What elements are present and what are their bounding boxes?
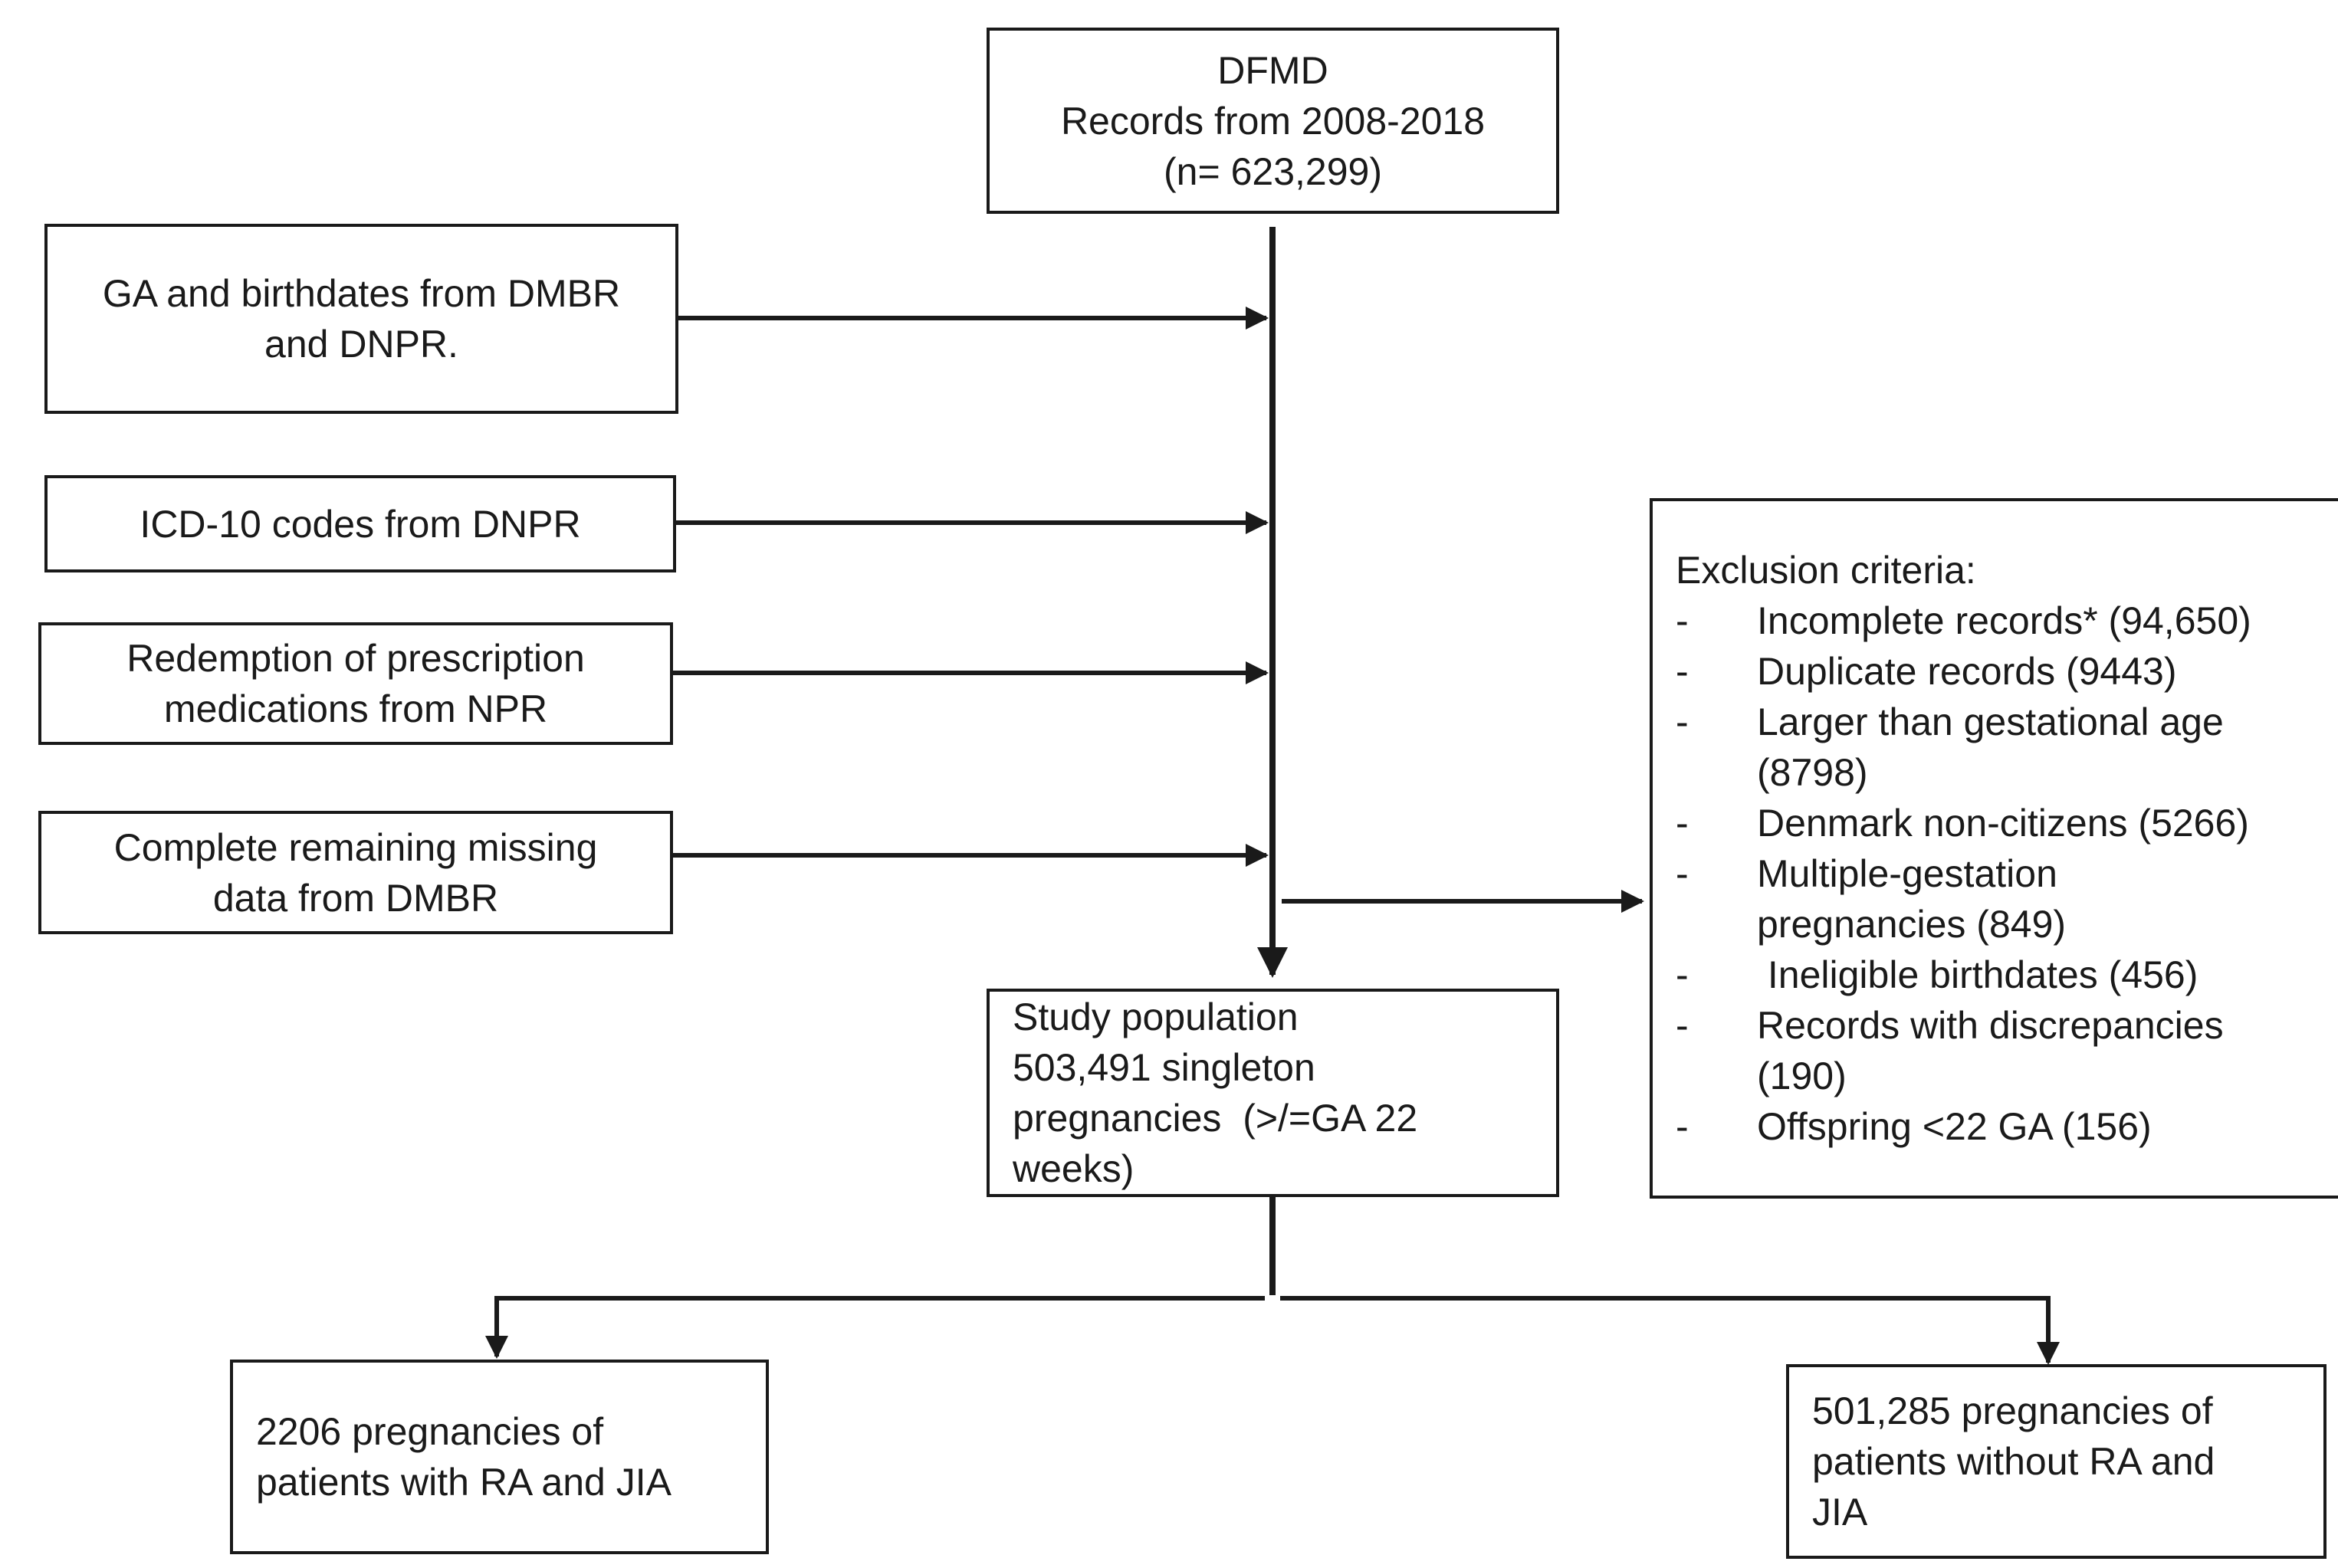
input-box-line: and DNPR.: [264, 323, 458, 366]
study-box-line: weeks): [1013, 1147, 1135, 1190]
exclusion-item: - Larger than gestational age (8798): [1676, 697, 2335, 798]
exclusion-bullet: -: [1676, 700, 1689, 743]
source-box-line: Records from 2008-2018: [1060, 99, 1486, 143]
exclusion-bullet: -: [1676, 1105, 1689, 1148]
exclusion-item-text: Duplicate records (9443): [1757, 650, 2177, 693]
exclusion-item: - Duplicate records (9443): [1676, 646, 2335, 697]
study-box-line: 503,491 singleton: [1013, 1046, 1315, 1089]
outcome-box-with-ra-jia: 2206 pregnancies of patients with RA and…: [230, 1360, 769, 1554]
exclusion-item: - Records with discrepancies (190): [1676, 1000, 2335, 1101]
exclusion-item-text: Larger than gestational age: [1757, 700, 2224, 743]
exclusion-item-text: Denmark non-citizens (5266): [1757, 802, 2249, 845]
outcome-box-line: patients without RA and: [1812, 1440, 2215, 1483]
exclusion-bullet: -: [1676, 599, 1689, 642]
exclusion-criteria-box: Exclusion criteria: - Incomplete records…: [1650, 498, 2338, 1199]
exclusion-item: - Multiple-gestation pregnancies (849): [1676, 848, 2335, 950]
exclusion-item-text: pregnancies (849): [1757, 903, 2067, 946]
exclusion-bullet: -: [1676, 650, 1689, 693]
input-box-prescriptions: Redemption of prescription medications f…: [38, 622, 673, 745]
input-box-line: data from DMBR: [212, 876, 499, 920]
exclusion-item: - Incomplete records* (94,650): [1676, 595, 2335, 646]
exclusion-item: - Denmark non-citizens (5266): [1676, 798, 2335, 848]
input-box-line: GA and birthdates from DMBR: [102, 272, 621, 315]
input-box-icd10: ICD-10 codes from DNPR: [44, 475, 676, 572]
input-box-line: ICD-10 codes from DNPR: [140, 502, 581, 546]
outcome-box-line: JIA: [1812, 1491, 1868, 1534]
input-box-line: Redemption of prescription: [126, 637, 585, 680]
input-box-ga-birthdates: GA and birthdates from DMBR and DNPR.: [44, 224, 678, 414]
exclusion-item: - Ineligible birthdates (456): [1676, 950, 2335, 1000]
exclusion-bullet: -: [1676, 802, 1689, 845]
exclusion-item-text: (190): [1757, 1055, 1847, 1097]
input-box-line: medications from NPR: [163, 687, 548, 730]
input-box-line: Complete remaining missing: [113, 825, 598, 869]
outcome-box-line: 2206 pregnancies of: [256, 1410, 604, 1453]
source-box-dfmd: DFMD Records from 2008-2018 (n= 623,299): [987, 28, 1559, 214]
exclusion-criteria-title: Exclusion criteria:: [1676, 549, 1976, 592]
exclusion-item-text: Records with discrepancies: [1757, 1004, 2224, 1047]
exclusion-item-text: Offspring <22 GA (156): [1757, 1105, 2152, 1148]
exclusion-item: - Offspring <22 GA (156): [1676, 1101, 2335, 1152]
exclusion-item-text: (8798): [1757, 751, 1868, 794]
source-box-line: (n= 623,299): [1164, 149, 1382, 193]
exclusion-item-text: Multiple-gestation: [1757, 852, 2057, 895]
study-box-line: Study population: [1013, 996, 1299, 1038]
source-box-line: DFMD: [1217, 48, 1328, 92]
study-box-line: pregnancies (>/=GA 22: [1013, 1097, 1418, 1140]
outcome-box-line: 501,285 pregnancies of: [1812, 1389, 2213, 1432]
exclusion-item-text: Ineligible birthdates (456): [1757, 953, 2198, 996]
exclusion-bullet: -: [1676, 953, 1689, 996]
exclusion-bullet: -: [1676, 852, 1689, 895]
outcome-box-line: patients with RA and JIA: [256, 1461, 672, 1504]
input-box-missing-data: Complete remaining missing data from DMB…: [38, 811, 673, 934]
exclusion-bullet: -: [1676, 1004, 1689, 1047]
study-population-box: Study population 503,491 singleton pregn…: [987, 989, 1559, 1197]
exclusion-item-text: Incomplete records* (94,650): [1757, 599, 2251, 642]
outcome-box-without-ra-jia: 501,285 pregnancies of patients without …: [1786, 1364, 2327, 1559]
